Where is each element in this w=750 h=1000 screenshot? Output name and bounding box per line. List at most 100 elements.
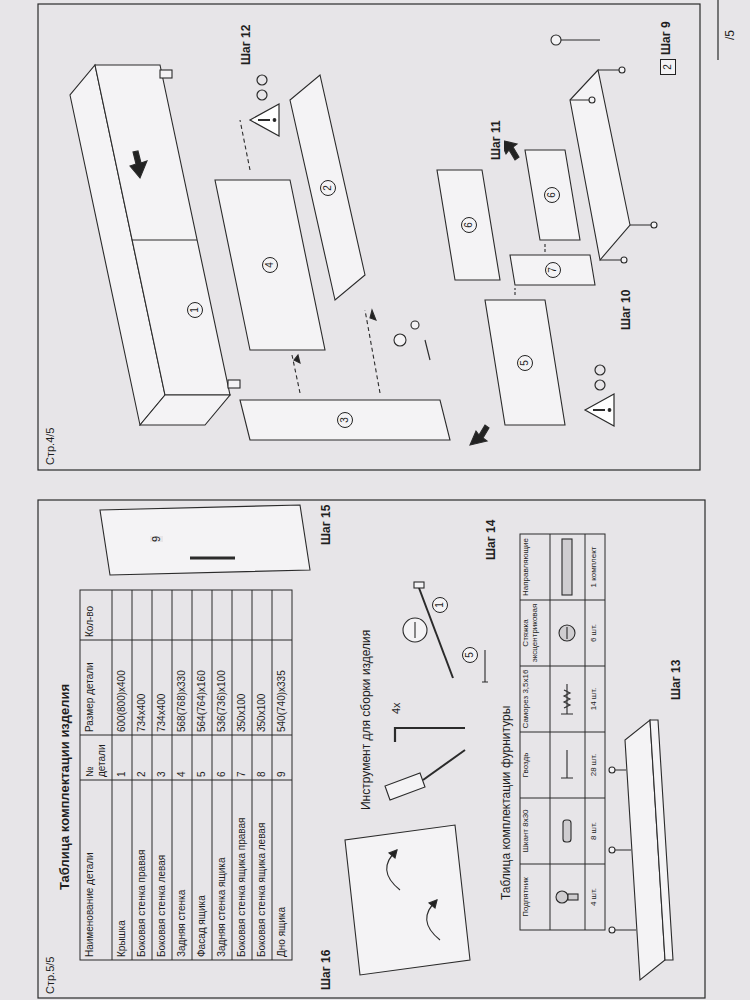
table-header: Кол-во [84, 593, 96, 637]
table-cell: 9 [276, 738, 288, 777]
table-cell: 568(768)x330 [176, 643, 188, 732]
warning-sign-part [273, 119, 276, 122]
fitting-name: Шкант 8х30 [521, 800, 530, 862]
cabinet-drawing-part [140, 395, 230, 425]
shelf-board-part [609, 847, 615, 853]
page-frame-part [38, 4, 700, 470]
cam-lock-drawing-part [414, 622, 415, 638]
fittings-table-grid-part [520, 534, 605, 930]
fitting-count: 28 шт. [589, 734, 598, 796]
callout-number: 4 [265, 262, 275, 268]
table-cell: 350x100 [236, 643, 248, 732]
part-callout: 3 [337, 412, 353, 428]
cabinet-drawing-part [132, 239, 197, 240]
fitting-icon-part [561, 750, 573, 778]
exploded-panels-part [425, 340, 430, 360]
fitting-icon [556, 539, 578, 903]
step-label: Шаг 15 [320, 505, 334, 545]
exploded-panels-part [215, 180, 325, 350]
table-cell: 536(736)x100 [216, 643, 228, 732]
panel-with-feet-part [560, 39, 600, 40]
part-callout: 5 [462, 647, 478, 663]
table-cell: Дно ящика [276, 783, 288, 957]
cabinet-drawing-part [160, 70, 172, 78]
parts-table-grid [80, 590, 292, 960]
table-cell: 6 [216, 738, 228, 777]
fitting-count: 14 шт. [589, 668, 598, 730]
warning-sign-part [257, 90, 267, 100]
part-callout: 7 [545, 262, 561, 278]
panel-with-feet-part [621, 257, 627, 263]
drawer-bottom [345, 825, 470, 975]
exploded-panels-part [240, 400, 450, 440]
drawer-bottom-part [429, 900, 437, 908]
warning-sign-part [257, 75, 267, 85]
drawer-parts [437, 140, 595, 445]
fitting-icon-part [568, 894, 578, 900]
callout-number: 6 [547, 192, 557, 198]
fitting-count: 4 шт. [589, 866, 598, 928]
fitting-icon-part [561, 684, 573, 714]
fitting-icon-part [562, 539, 572, 595]
warning-sign [250, 75, 614, 426]
table-cell: 5 [196, 738, 208, 777]
tool-drawing-part [395, 728, 465, 742]
cam-lock-drawing-part [403, 618, 427, 642]
warning-sign-part [593, 409, 605, 411]
table-cell: 540(740)x335 [276, 643, 288, 732]
cabinet-drawing-part [228, 380, 240, 388]
drawer-bottom-part [389, 850, 397, 858]
table-cell: Боковая стенка левая [156, 783, 168, 957]
page-frame-part [38, 500, 705, 998]
fitting-icon-part [566, 627, 567, 639]
drawer-bottom-part [345, 825, 470, 975]
fittings-table-grid [520, 534, 605, 930]
drawer-parts-part [515, 243, 545, 295]
cam-lock-drawing-part [414, 582, 424, 588]
cam-lock-drawing [403, 582, 488, 682]
quantity-note: 4x [390, 702, 403, 714]
cabinet-drawing [70, 65, 240, 425]
table-header: № детали [84, 738, 107, 777]
exploded-panels [215, 75, 450, 440]
drawer-parts-part [485, 300, 565, 425]
parts-table-grid-part [112, 590, 272, 960]
panel-with-feet-part [570, 70, 652, 260]
warning-sign-part [608, 409, 611, 412]
fitting-count: 6 шт. [589, 602, 598, 664]
callout-number: 7 [548, 267, 558, 273]
shelf-board-part [609, 927, 615, 933]
table-cell: Боковая стенка ящика левая [256, 783, 268, 957]
exploded-panels-part [411, 321, 419, 329]
page-number: Стр.4/5 [44, 428, 57, 465]
warning-sign-part [595, 380, 605, 390]
panel-with-feet-part [551, 35, 561, 45]
warning-sign-part [250, 104, 279, 136]
step-label: Шаг 14 [485, 520, 499, 560]
table-cell: Боковая стенка ящика правая [236, 783, 248, 957]
drawer-front [100, 505, 310, 575]
warning-sign-part [595, 365, 605, 375]
step-label: Шаг 9 [660, 21, 674, 55]
tool-drawing [385, 728, 465, 800]
page-frame [38, 0, 718, 998]
cam-lock-drawing-part [482, 650, 488, 682]
fitting-icon-part [563, 820, 571, 842]
fitting-icon-part [556, 891, 568, 903]
step-label: Шаг 12 [240, 25, 254, 65]
callout-number: 1 [190, 307, 200, 313]
part-number: 9 [150, 536, 163, 542]
fitting-name: Саморез 3,5х16 [521, 668, 530, 730]
part-callout: 2 [320, 180, 336, 196]
callout-number: 3 [340, 417, 350, 423]
step-label: Шаг 13 [670, 660, 684, 700]
table-cell: Задняя стенка ящика [216, 783, 228, 957]
table-cell: 600(800)x400 [116, 643, 128, 732]
cabinet-drawing-part [130, 151, 147, 178]
table-cell: 8 [256, 738, 268, 777]
tool-drawing-part [423, 750, 465, 780]
table-cell: 7 [236, 738, 248, 777]
exploded-panels-part [240, 120, 380, 393]
panel-with-feet-part [651, 222, 657, 228]
section-heading: Инструмент для сборки изделия [360, 630, 374, 810]
